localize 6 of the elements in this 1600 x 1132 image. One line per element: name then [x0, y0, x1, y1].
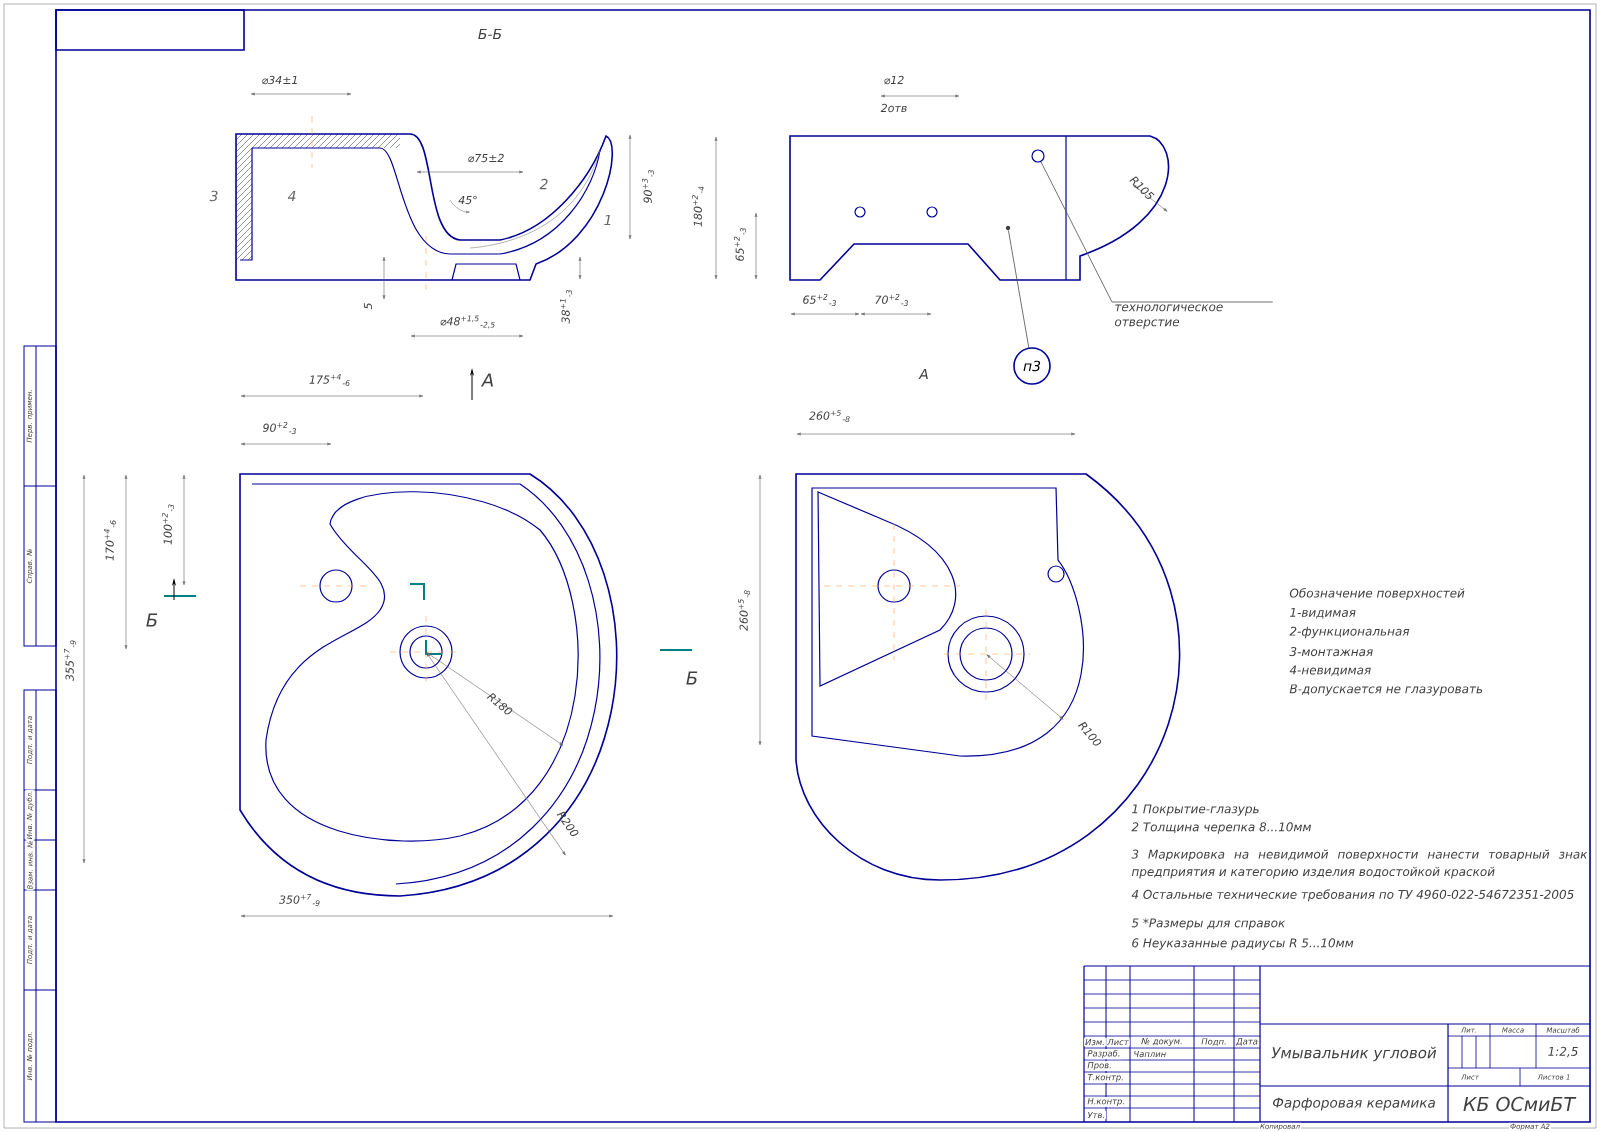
view-label: Б: [146, 613, 158, 627]
view-label: А: [480, 373, 493, 387]
view-label: Б: [686, 671, 698, 685]
title-text: КБ ОСмиБТ: [1461, 1095, 1577, 1113]
leader-line: [1008, 230, 1030, 348]
leader-line: [1040, 161, 1274, 303]
